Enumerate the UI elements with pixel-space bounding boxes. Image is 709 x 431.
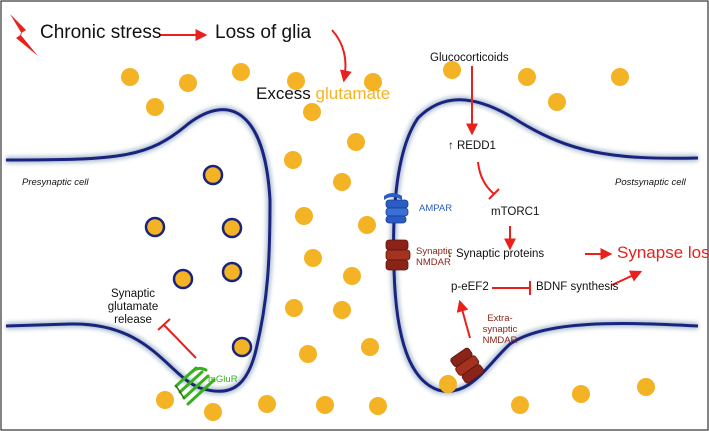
bdnf-synthesis-label: BDNF synthesis xyxy=(536,281,619,293)
glutamate-molecule xyxy=(518,68,536,86)
chronic-stress-label: Chronic stress xyxy=(40,22,162,43)
glutamate-molecule xyxy=(156,391,174,409)
glutamate-molecule xyxy=(361,338,379,356)
glutamate-molecule xyxy=(287,72,305,90)
mglur-receptor-icon xyxy=(174,366,216,406)
glutamate-molecule xyxy=(548,93,566,111)
glutamate-molecule xyxy=(443,61,461,79)
synaptic-nmdar-line-1: Synaptic xyxy=(416,246,453,257)
glutamate-molecule xyxy=(299,345,317,363)
loss-of-glia-label: Loss of glia xyxy=(215,22,312,43)
glutamate-molecule xyxy=(284,151,302,169)
vesicle xyxy=(202,164,224,186)
mtorc1-label: mTORC1 xyxy=(491,206,540,218)
glutamate-molecule xyxy=(179,74,197,92)
pathway-arrows xyxy=(160,29,643,339)
mglur-label: mGluR xyxy=(208,374,238,385)
glutamate-molecule xyxy=(303,103,321,121)
glutamate-molecule xyxy=(369,397,387,415)
glutamate-molecule xyxy=(204,403,222,421)
glucocorticoids-label: Glucocorticoids xyxy=(430,52,509,64)
synapse-loss-label: Synapse loss xyxy=(617,243,709,262)
extrasynaptic-line-2: synaptic xyxy=(482,323,518,335)
synaptic-proteins-label: ↓ Synaptic proteins xyxy=(447,248,545,260)
release-line-3: release xyxy=(114,314,152,327)
glutamate-molecule xyxy=(232,63,250,81)
glutamate-molecule xyxy=(258,395,276,413)
glutamate-molecules xyxy=(121,61,655,421)
glutamate-molecule xyxy=(295,207,313,225)
vesicles xyxy=(144,164,253,358)
extrasynaptic-nmdar-label: Extra- synaptic NMDAR xyxy=(478,313,522,347)
ampar-receptor-icon xyxy=(384,193,409,224)
glutamate-molecule xyxy=(333,301,351,319)
glutamate-molecule xyxy=(285,299,303,317)
glutamate-molecule xyxy=(358,216,376,234)
ampar-label: AMPAR xyxy=(419,203,453,214)
glutamate-molecule xyxy=(333,173,351,191)
vesicle xyxy=(172,268,194,290)
glutamate-molecule xyxy=(572,385,590,403)
inhibit-mglur-to-release xyxy=(163,324,197,359)
inhibit-redd1-to-mtorc1 xyxy=(477,161,495,195)
synaptic-glutamate-release-label: Synaptic glutamate release xyxy=(102,288,164,328)
pathway-inhibitions xyxy=(157,161,531,359)
excess-word: Excess xyxy=(256,84,311,103)
release-line-1: Synaptic xyxy=(110,288,156,300)
glutamate-molecule xyxy=(121,68,139,86)
lightning-icon xyxy=(10,14,38,56)
release-line-2: glutamate xyxy=(107,301,159,314)
extrasynaptic-line-3: NMDAR xyxy=(482,334,518,346)
glutamate-molecule xyxy=(146,98,164,116)
glutamate-molecule xyxy=(439,375,457,393)
synaptic-nmdar-icon xyxy=(385,239,411,271)
excess-glutamate-label: Excess glutamate xyxy=(256,84,390,104)
glutamate-word: glutamate xyxy=(315,84,391,103)
glutamate-molecule xyxy=(637,378,655,396)
peef2-label: p-eEF2 xyxy=(451,281,489,293)
glutamate-molecule xyxy=(364,73,382,91)
postsynaptic-cell-label: Postsynaptic cell xyxy=(615,177,686,188)
presynaptic-membrane xyxy=(5,108,272,393)
arrow-nmdar-to-peef2 xyxy=(456,299,471,339)
vesicle xyxy=(221,217,243,239)
vesicle xyxy=(144,216,166,238)
arrow-bdnf-to-loss xyxy=(611,270,643,286)
redd1-label: ↑ REDD1 xyxy=(448,140,496,152)
glutamate-molecule xyxy=(316,396,334,414)
synaptic-nmdar-label: Synaptic NMDAR xyxy=(416,246,453,269)
extrasynaptic-line-1: Extra- xyxy=(487,313,513,324)
extrasynaptic-nmdar-icon xyxy=(450,347,485,384)
arrow-glia-to-glutamate xyxy=(331,29,352,83)
synaptic-nmdar-line-2: NMDAR xyxy=(416,256,451,268)
vesicle xyxy=(231,336,253,358)
vesicle xyxy=(221,261,243,283)
glutamate-molecule xyxy=(347,133,365,151)
glutamate-molecule xyxy=(343,267,361,285)
glutamate-molecule xyxy=(611,68,629,86)
glutamate-molecule xyxy=(304,249,322,267)
glutamate-molecule xyxy=(511,396,529,414)
presynaptic-cell-label: Presynaptic cell xyxy=(22,177,89,188)
